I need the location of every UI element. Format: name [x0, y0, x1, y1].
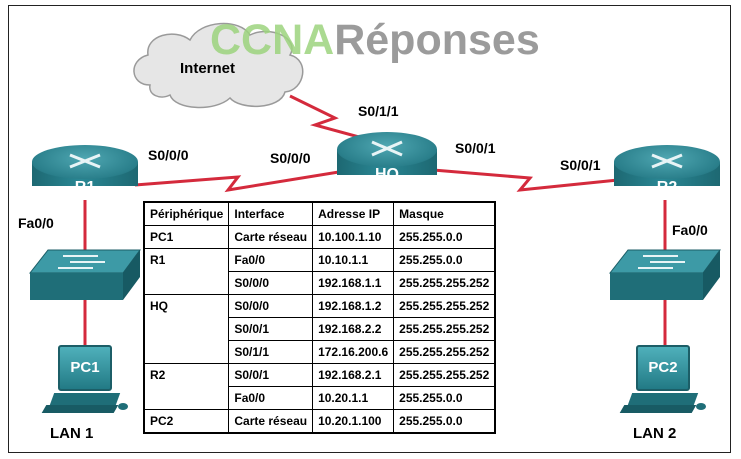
cell-interface: Fa0/0 [228, 386, 314, 410]
header-device: Périphérique [143, 201, 230, 226]
cell-mask: 255.255.0.0 [393, 225, 496, 249]
cell-device: HQ [143, 294, 230, 318]
cell-mask: 255.255.0.0 [393, 248, 496, 272]
cell-ip: 192.168.1.1 [312, 271, 395, 295]
cell-mask: 255.255.0.0 [393, 409, 496, 434]
cell-device: PC2 [143, 409, 230, 433]
cell-interface: S0/0/0 [228, 294, 314, 318]
cell-device [143, 317, 230, 341]
lan-label-1: LAN 1 [50, 425, 94, 442]
cell-ip: 10.10.1.1 [312, 248, 395, 272]
link-hq-r2 [432, 168, 619, 192]
switch-lan1[interactable] [28, 245, 143, 305]
cell-ip: 10.20.1.1 [312, 386, 395, 410]
table-row: PC2 Carte réseau 10.20.1.100 255.255.0.0 [143, 409, 496, 434]
router-arrows-icon [651, 153, 683, 169]
cell-ip: 10.100.1.10 [312, 225, 395, 249]
cell-interface: S0/0/1 [228, 363, 314, 387]
mouse-icon [696, 403, 706, 410]
cell-device [143, 271, 230, 295]
cell-mask: 255.255.0.0 [393, 386, 496, 410]
table-row: S0/0/1 192.168.2.2 255.255.255.252 [143, 317, 496, 341]
internet-cloud [133, 22, 304, 109]
pc2[interactable]: PC2 [619, 345, 706, 415]
cell-mask: 255.255.255.252 [393, 294, 496, 318]
cell-interface: Carte réseau [228, 409, 314, 434]
router-label-r1: R1 [74, 179, 96, 196]
internet-label: Internet [180, 60, 236, 77]
mouse-icon [118, 403, 128, 410]
pc-label-pc1: PC1 [70, 359, 100, 376]
table-header-row: Périphérique Interface Adresse IP Masque [143, 201, 496, 226]
cell-mask: 255.255.255.252 [393, 271, 496, 295]
table-row: PC1 Carte réseau 10.100.1.10 255.255.0.0 [143, 225, 496, 249]
addressing-table: Périphérique Interface Adresse IP Masque… [143, 201, 497, 434]
pc-label-pc2: PC2 [648, 359, 678, 376]
router-hq[interactable]: HQ [337, 132, 437, 192]
port-label-r1-s000: S0/0/0 [148, 147, 189, 163]
table-row: S0/0/0 192.168.1.1 255.255.255.252 [143, 271, 496, 295]
router-arrows-icon [371, 140, 403, 157]
cell-mask: 255.255.255.252 [393, 363, 496, 387]
cell-device: PC1 [143, 225, 230, 249]
cell-interface: Fa0/0 [228, 248, 314, 272]
lan-label-2: LAN 2 [633, 425, 677, 442]
port-label-r1-fa00: Fa0/0 [18, 215, 54, 231]
cell-interface: Carte réseau [228, 225, 314, 249]
cell-mask: 255.255.255.252 [393, 317, 496, 341]
cell-ip: 192.168.2.1 [312, 363, 395, 387]
cell-device [143, 386, 230, 410]
switch-lan2[interactable] [608, 245, 723, 305]
pc1[interactable]: PC1 [41, 345, 128, 415]
cell-device: R2 [143, 363, 230, 387]
cell-interface: S0/0/0 [228, 271, 314, 295]
pc-monitor-icon: PC2 [636, 345, 690, 391]
port-label-hq-s001: S0/0/1 [455, 140, 496, 156]
table-row: HQ S0/0/0 192.168.1.2 255.255.255.252 [143, 294, 496, 318]
table-row: R2 S0/0/1 192.168.2.1 255.255.255.252 [143, 363, 496, 387]
cell-ip: 192.168.2.2 [312, 317, 395, 341]
header-mask: Masque [393, 201, 496, 226]
table-row: Fa0/0 10.20.1.1 255.255.0.0 [143, 386, 496, 410]
router-arrows-icon [69, 153, 101, 169]
table-row: R1 Fa0/0 10.10.1.1 255.255.0.0 [143, 248, 496, 272]
cell-device: R1 [143, 248, 230, 272]
router-r2[interactable]: R2 [614, 145, 720, 203]
port-label-hq-s011: S0/1/1 [358, 103, 399, 119]
cell-mask: 255.255.255.252 [393, 340, 496, 364]
cell-ip: 192.168.1.2 [312, 294, 395, 318]
router-label-r2: R2 [656, 179, 678, 196]
link-r1-hq [134, 169, 346, 193]
port-label-r2-s001: S0/0/1 [560, 157, 601, 173]
pc-monitor-icon: PC1 [58, 345, 112, 391]
cell-interface: S0/0/1 [228, 317, 314, 341]
table-row: S0/1/1 172.16.200.6 255.255.255.252 [143, 340, 496, 364]
cell-ip: 10.20.1.100 [312, 409, 395, 434]
watermark-logo: CCNARéponses [210, 16, 540, 64]
port-label-hq-s000: S0/0/0 [270, 150, 311, 166]
router-r1[interactable]: R1 [32, 145, 138, 203]
cell-device [143, 340, 230, 364]
header-interface: Interface [228, 201, 314, 226]
cell-ip: 172.16.200.6 [312, 340, 395, 364]
link-internet-hq [289, 94, 371, 142]
cell-interface: S0/1/1 [228, 340, 314, 364]
router-label-hq: HQ [375, 166, 399, 183]
port-label-r2-fa00: Fa0/0 [672, 222, 708, 238]
header-ip: Adresse IP [312, 201, 395, 226]
